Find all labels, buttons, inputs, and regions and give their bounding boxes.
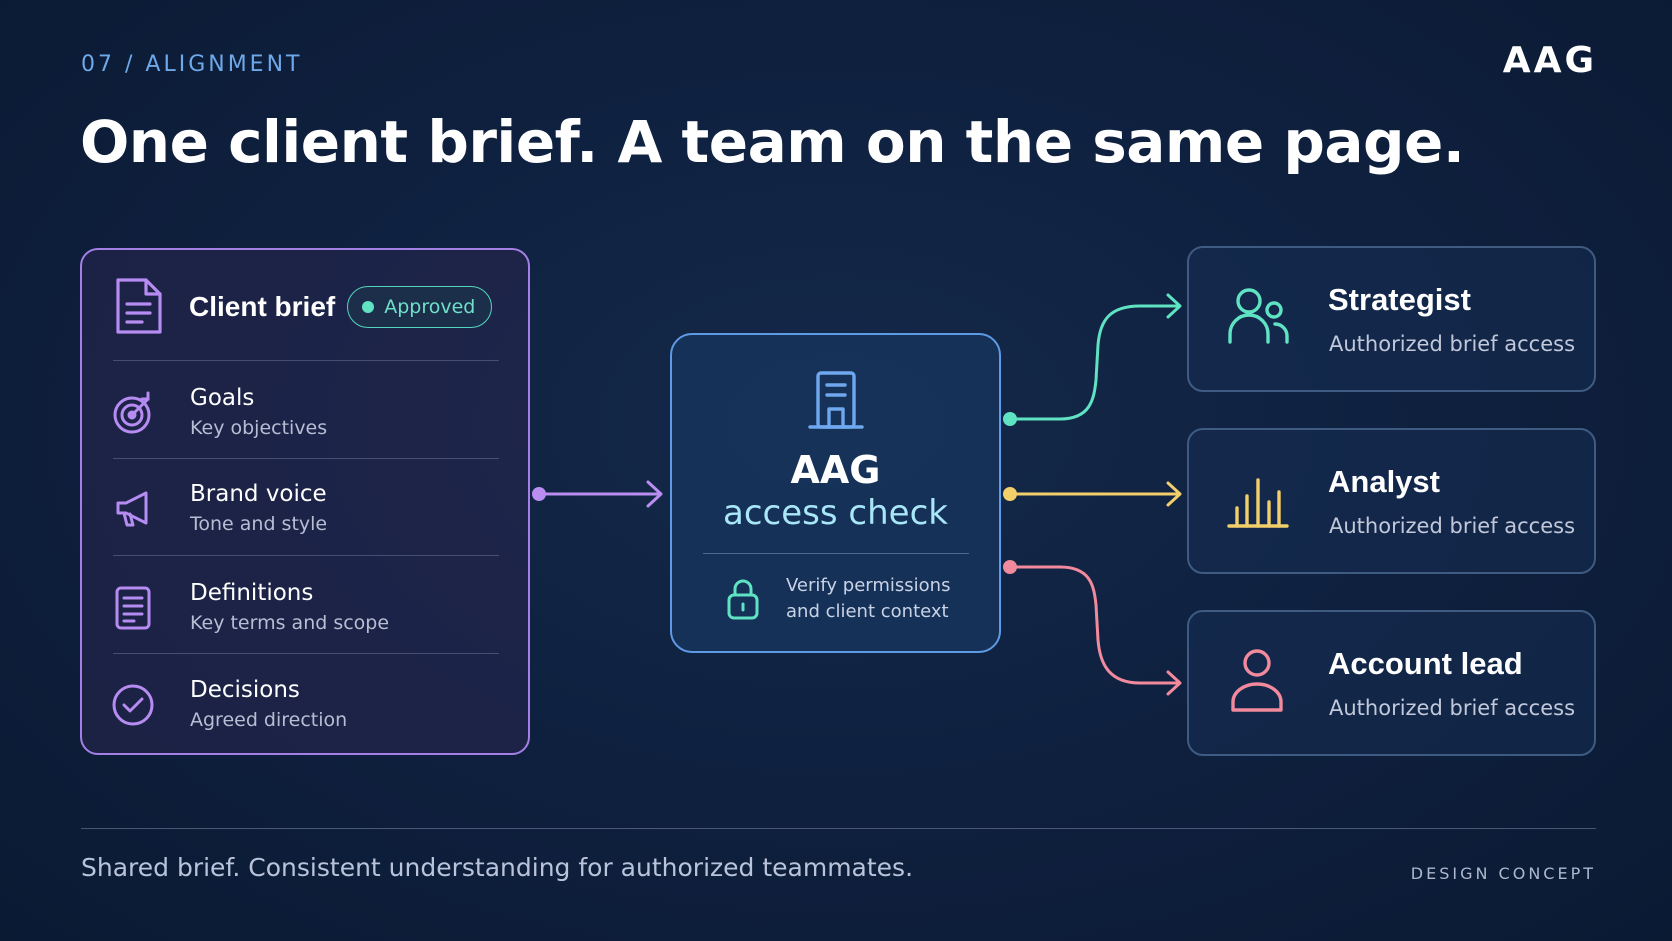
users-icon	[1228, 288, 1289, 344]
access-note-line1: Verify permissions	[786, 575, 951, 596]
section-eyebrow: 07 / ALIGNMENT	[81, 52, 303, 77]
access-to-analyst-arrow	[1008, 481, 1182, 507]
lock-icon	[727, 579, 759, 620]
client-brief-card: Client brief Approved Goals Key objectiv…	[80, 248, 530, 755]
footer-divider	[81, 828, 1596, 829]
account-lead-output-dot	[1003, 560, 1017, 574]
brief-item-sub: Tone and style	[190, 513, 328, 535]
analyst-output-dot	[1003, 487, 1017, 501]
brief-header: Client brief Approved	[112, 276, 508, 338]
access-to-account-lead-arrow	[1008, 565, 1182, 696]
brief-item-goals: Goals Key objectives	[112, 373, 502, 453]
access-check-card: AAG access check Verify permissions and …	[670, 333, 1001, 653]
megaphone-icon	[116, 491, 148, 527]
check-circle-icon	[112, 684, 154, 726]
access-subtitle: access check	[723, 493, 948, 533]
access-to-strategist-arrow	[1008, 293, 1182, 421]
role-card-strategist: Strategist Authorized brief access	[1187, 246, 1596, 392]
brief-item-sub: Key objectives	[190, 417, 328, 439]
brand-logo: AAG	[1502, 40, 1597, 81]
status-badge: Approved	[347, 286, 493, 328]
brief-item-decisions: Decisions Agreed direction	[112, 665, 502, 745]
access-divider	[703, 553, 969, 554]
access-note: Verify permissions and client context	[726, 573, 950, 625]
page-title: One client brief. A team on the same pag…	[80, 108, 1465, 176]
brief-title: Client brief	[189, 291, 336, 322]
building-icon	[808, 371, 864, 429]
access-note-line2: and client context	[786, 601, 949, 622]
role-sub: Authorized brief access	[1329, 696, 1576, 720]
brief-item-brand-voice: Brand voice Tone and style	[112, 469, 502, 549]
status-badge-label: Approved	[384, 296, 476, 318]
brief-divider	[113, 555, 499, 556]
brief-item-sub: Key terms and scope	[190, 612, 390, 634]
brief-to-access-arrow	[538, 480, 663, 508]
status-dot-icon	[362, 301, 375, 313]
footer-tag: DESIGN CONCEPT	[1410, 864, 1596, 883]
brief-divider	[113, 653, 499, 654]
role-sub: Authorized brief access	[1329, 514, 1576, 538]
brief-item-label: Decisions	[190, 677, 300, 703]
brief-divider	[113, 458, 499, 459]
access-title: AAG	[790, 448, 881, 492]
role-card-account-lead: Account lead Authorized brief access	[1187, 610, 1596, 756]
bar-chart-icon	[1227, 478, 1289, 528]
brief-item-definitions: Definitions Key terms and scope	[112, 568, 502, 648]
role-name: Analyst	[1328, 464, 1440, 499]
user-icon	[1231, 649, 1283, 712]
brief-item-label: Goals	[190, 385, 255, 411]
brief-divider	[113, 360, 499, 361]
brief-output-dot	[532, 487, 546, 501]
footer-caption: Shared brief. Consistent understanding f…	[81, 853, 914, 882]
role-name: Account lead	[1328, 646, 1523, 681]
brief-item-sub: Agreed direction	[190, 709, 348, 731]
brief-item-label: Brand voice	[190, 481, 327, 507]
strategist-output-dot	[1003, 412, 1017, 426]
role-sub: Authorized brief access	[1329, 332, 1576, 356]
role-card-analyst: Analyst Authorized brief access	[1187, 428, 1596, 574]
role-name: Strategist	[1328, 282, 1471, 317]
target-icon	[113, 391, 151, 434]
brief-item-label: Definitions	[190, 580, 314, 606]
document-list-icon	[115, 586, 151, 630]
document-icon	[116, 278, 162, 334]
